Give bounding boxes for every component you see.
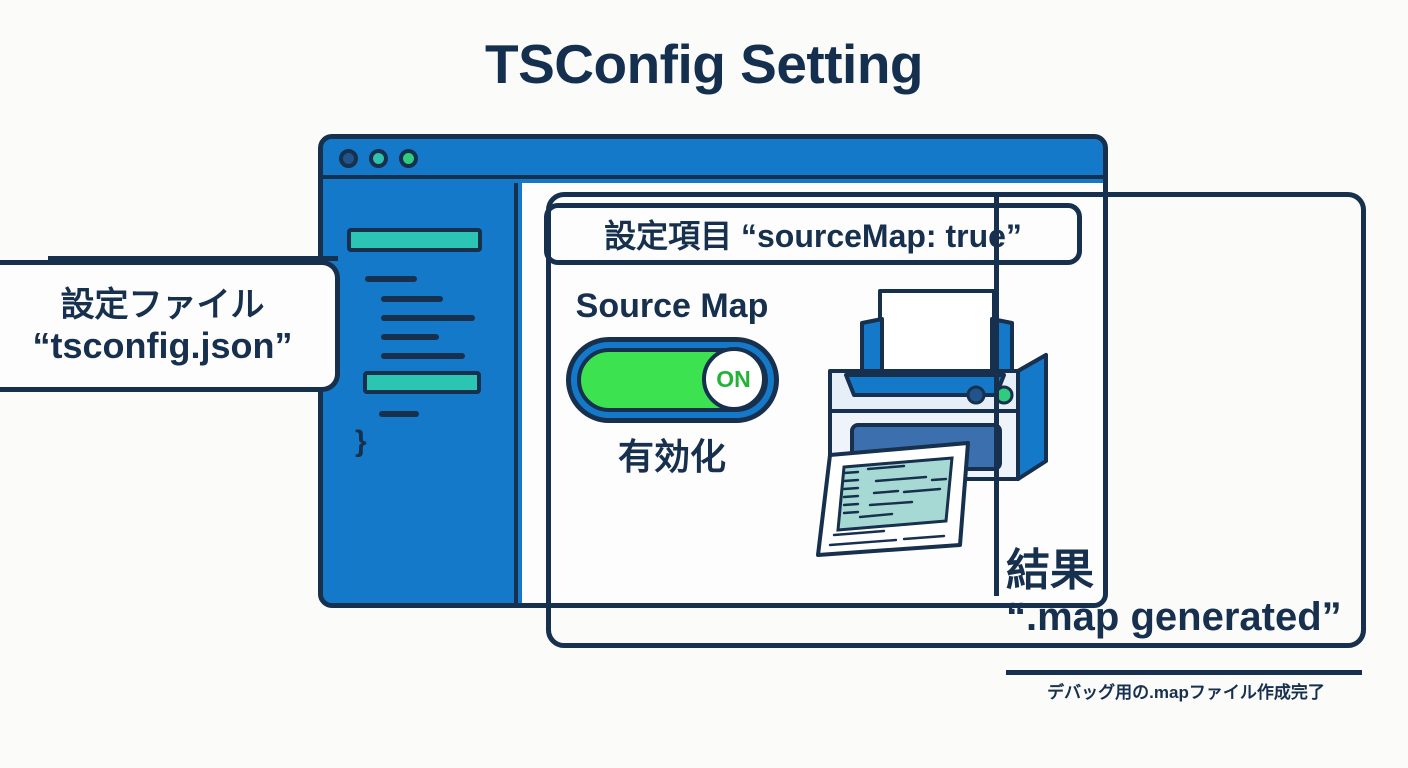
code-line-4 xyxy=(381,334,439,340)
editor-window: } 設定項目 “sourceMap: true” Source Map ON 有… xyxy=(318,134,1108,608)
config-code-sidebar: } xyxy=(323,183,518,603)
result-callout-connector xyxy=(994,196,999,596)
code-closing-brace: } xyxy=(355,425,367,458)
window-titlebar xyxy=(323,139,1103,179)
page-title: TSConfig Setting xyxy=(484,33,924,95)
result-callout-rule xyxy=(1006,670,1362,675)
source-map-toggle-switch[interactable]: ON xyxy=(565,337,779,424)
code-highlight-bar-1 xyxy=(347,228,482,252)
toggle-sub-label: 有効化 xyxy=(617,436,726,478)
result-callout-title: 結果 xyxy=(1006,546,1094,595)
code-line-6 xyxy=(379,411,419,417)
window-dot-minimize-icon[interactable] xyxy=(369,149,388,168)
window-content-panel: 設定項目 “sourceMap: true” Source Map ON 有効化 xyxy=(522,183,1103,603)
setting-item-label: 設定項目 “sourceMap: true” xyxy=(604,218,1022,254)
window-dot-maximize-icon[interactable] xyxy=(399,149,418,168)
code-line-5 xyxy=(381,353,465,359)
result-callout: 結果 “.map generated” xyxy=(1006,546,1386,640)
window-dot-close-icon[interactable] xyxy=(339,149,358,168)
code-line-2 xyxy=(381,296,443,302)
config-callout-title: 設定ファイル xyxy=(60,285,265,324)
result-callout-caption: デバッグ用の.mapファイル作成完了 xyxy=(1047,683,1325,702)
toggle-state-label: ON xyxy=(716,365,751,392)
setting-item-pill[interactable]: 設定項目 “sourceMap: true” xyxy=(544,203,1082,265)
config-callout-value: “tsconfig.json” xyxy=(32,324,293,366)
code-line-3 xyxy=(381,315,475,321)
source-map-toggle-group: Source Map ON 有効化 xyxy=(552,287,792,478)
printer-illustration xyxy=(800,283,1070,573)
code-highlight-bar-2 xyxy=(363,371,481,394)
config-callout-stem xyxy=(48,256,338,261)
toggle-knob[interactable]: ON xyxy=(701,347,766,412)
config-file-callout: 設定ファイル “tsconfig.json” xyxy=(0,260,340,392)
result-callout-value: “.map generated” xyxy=(1006,595,1342,640)
toggle-title: Source Map xyxy=(575,287,769,325)
code-line-1 xyxy=(365,276,417,282)
